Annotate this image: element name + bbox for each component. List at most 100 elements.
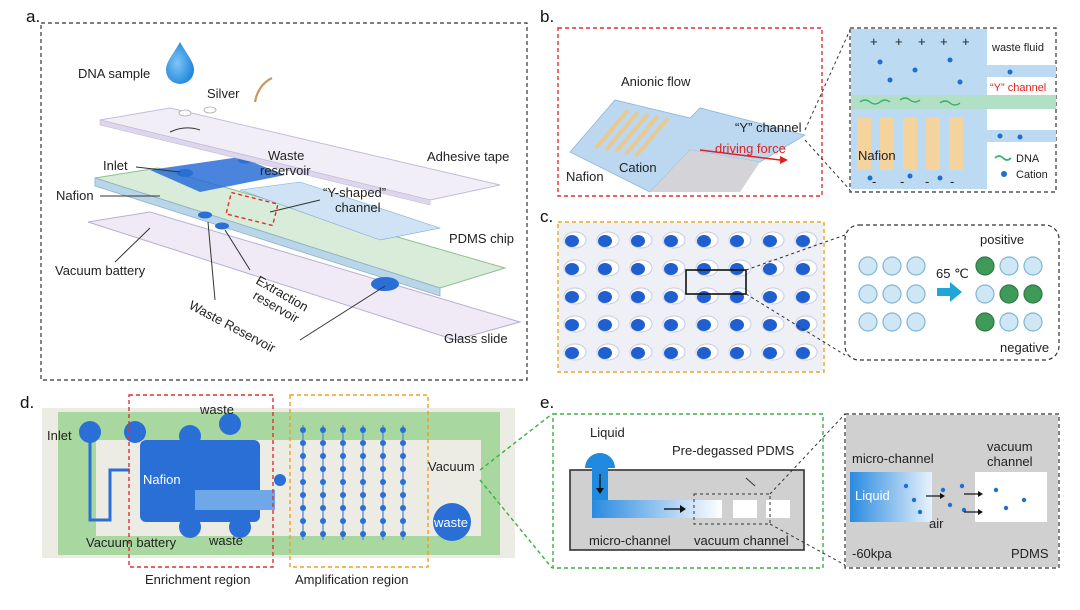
c-zoom-well-left bbox=[858, 256, 878, 276]
b-nafion-bars bbox=[857, 118, 963, 170]
c-well bbox=[664, 347, 678, 359]
d-array-well bbox=[380, 440, 386, 446]
d-array-well bbox=[360, 518, 366, 524]
c-well bbox=[697, 263, 711, 275]
y-shaped-label-1: “Y-shaped” bbox=[323, 185, 386, 200]
waste-bottom-leader bbox=[207, 221, 216, 301]
c-well bbox=[664, 319, 678, 331]
c-well bbox=[664, 291, 678, 303]
d-array-well bbox=[400, 479, 406, 485]
d-array-well bbox=[380, 466, 386, 472]
c-negative-wells bbox=[858, 256, 926, 332]
c-well bbox=[565, 291, 579, 303]
d-array-well bbox=[340, 466, 346, 472]
d-array-well bbox=[380, 505, 386, 511]
e-flow-down-arrowhead bbox=[596, 488, 604, 494]
d-array-well bbox=[300, 440, 306, 446]
d-array-well bbox=[320, 440, 326, 446]
c-well bbox=[763, 291, 777, 303]
panel-b-label: b. bbox=[540, 7, 554, 26]
d-array-well bbox=[400, 505, 406, 511]
y-channel-label: “Y” channel bbox=[735, 120, 802, 135]
d-array-well bbox=[340, 427, 346, 433]
vacuum-battery-label: Vacuum battery bbox=[55, 263, 146, 278]
c-zoom-well-empty bbox=[999, 312, 1019, 332]
c-well bbox=[730, 263, 744, 275]
e-zoom-liquid bbox=[850, 472, 932, 522]
c-zoom-well-empty bbox=[1023, 312, 1043, 332]
e-vacuum-channel-label: vacuum channel bbox=[694, 533, 789, 548]
c-well bbox=[796, 263, 810, 275]
d-array-well bbox=[340, 479, 346, 485]
e-vacuum-channel-1 bbox=[733, 500, 757, 518]
c-well bbox=[631, 291, 645, 303]
b-zoom-line-1 bbox=[804, 29, 851, 131]
e-pdms-leader bbox=[745, 477, 756, 487]
c-zoom-well-left bbox=[858, 312, 878, 332]
d-array-well bbox=[300, 531, 306, 537]
c-well-grid bbox=[563, 231, 818, 361]
d-array-well bbox=[340, 440, 346, 446]
e-zoom-pdms-label: PDMS bbox=[1011, 546, 1049, 561]
d-array-well bbox=[340, 453, 346, 459]
d-amplification-array bbox=[300, 425, 406, 540]
e-liquid-label: Liquid bbox=[590, 425, 625, 440]
c-well bbox=[796, 291, 810, 303]
c-zoom-well-positive bbox=[1023, 284, 1043, 304]
c-well bbox=[730, 291, 744, 303]
e-highlight-box bbox=[693, 493, 771, 525]
b-zoom-line-2 bbox=[804, 139, 851, 191]
d-array-well bbox=[300, 466, 306, 472]
panel-a-frame bbox=[40, 22, 528, 381]
svg-text:-: - bbox=[950, 174, 954, 189]
svg-text:+: + bbox=[962, 34, 970, 49]
d-waste-right-label: waste bbox=[433, 515, 468, 530]
c-well bbox=[631, 235, 645, 247]
y-shaped-leader bbox=[269, 199, 321, 213]
c-well bbox=[565, 263, 579, 275]
d-array-well bbox=[320, 492, 326, 498]
d-vacuum-waste-well bbox=[433, 503, 471, 541]
c-zoom-well-positive bbox=[999, 284, 1019, 304]
d-array-well bbox=[360, 505, 366, 511]
d-array-well bbox=[300, 518, 306, 524]
panel-b-frame bbox=[557, 27, 823, 197]
c-well bbox=[664, 263, 678, 275]
d-array-well bbox=[400, 492, 406, 498]
e-micro-channel-label: micro-channel bbox=[589, 533, 671, 548]
c-heating-arrow-icon bbox=[937, 282, 962, 302]
svg-text:+: + bbox=[895, 34, 903, 49]
inlet-leader bbox=[135, 166, 181, 173]
panel-a: a. DNA sample Silver Adhesive tape Inlet… bbox=[26, 7, 528, 381]
c-well bbox=[730, 235, 744, 247]
pdms-chip-label: PDMS chip bbox=[449, 231, 514, 246]
tape-hole-2 bbox=[203, 106, 217, 114]
c-temperature-label: 65 ℃ bbox=[936, 266, 969, 281]
c-well bbox=[598, 235, 612, 247]
d-array-well bbox=[340, 531, 346, 537]
c-zoom-well-left bbox=[906, 256, 926, 276]
waste-fluid-label: waste fluid bbox=[991, 42, 1044, 54]
panel-a-label: a. bbox=[26, 7, 40, 26]
d-array-well bbox=[320, 518, 326, 524]
panel-d-label: d. bbox=[20, 393, 34, 412]
d-array-well bbox=[300, 453, 306, 459]
c-zoom-well-positive bbox=[975, 256, 995, 276]
d-array-well bbox=[340, 518, 346, 524]
d-array-well bbox=[400, 466, 406, 472]
nafion-block bbox=[150, 157, 285, 192]
driving-force-arrow bbox=[699, 149, 781, 161]
driving-force-label: driving force bbox=[715, 141, 786, 156]
c-well bbox=[796, 235, 810, 247]
d-array-well bbox=[400, 427, 406, 433]
c-zoom-well-empty bbox=[975, 284, 995, 304]
d-array-well bbox=[320, 453, 326, 459]
b-zoom-y-channel-label: “Y” channel bbox=[990, 82, 1046, 94]
c-well bbox=[697, 235, 711, 247]
d-amplification-frame bbox=[289, 394, 429, 568]
legend-cation-icon bbox=[1001, 171, 1007, 177]
d-array-well bbox=[320, 505, 326, 511]
b-chip-side bbox=[650, 150, 760, 192]
c-negative-label: negative bbox=[1000, 340, 1049, 355]
